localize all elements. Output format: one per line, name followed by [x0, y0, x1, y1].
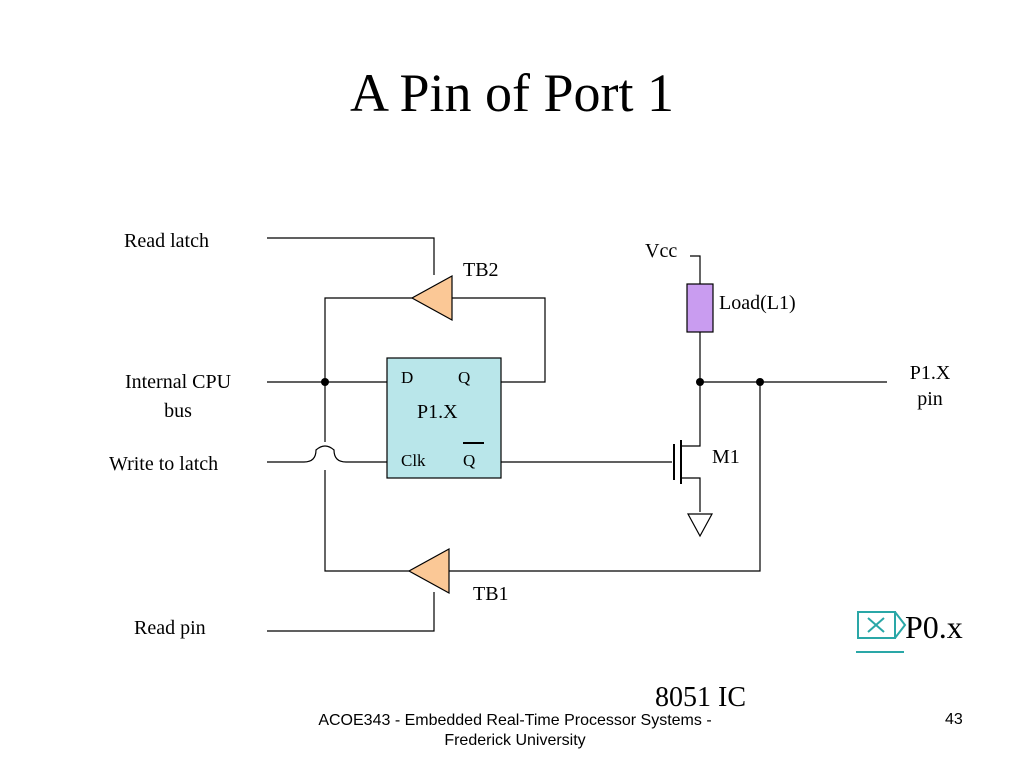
drain-junction-dot [696, 378, 704, 386]
vcc-wire [690, 255, 701, 284]
pin-label-line2: pin [917, 388, 943, 410]
internal-cpu-bus-label: Internal CPU bus [104, 368, 252, 426]
q-feedback-wire [452, 297, 546, 383]
tb2-output-wire [324, 297, 412, 378]
vcc-label: Vcc [645, 240, 678, 262]
latch-clk-label: Clk [401, 451, 426, 470]
latch-qbar-label: Q [463, 451, 476, 470]
tb1-label: TB1 [473, 583, 509, 605]
internal-cpu-bus-line1: Internal CPU [124, 371, 232, 393]
footer-line2: Frederick University [444, 732, 586, 749]
read-pin-wire [267, 592, 435, 632]
m1-label: M1 [712, 446, 740, 468]
slide-number: 43 [945, 711, 963, 728]
tb1-input-wire [449, 382, 761, 572]
write-to-latch-label: Write to latch [109, 453, 219, 475]
tb2-buffer [410, 274, 453, 322]
read-latch-wire [267, 237, 435, 275]
m1-drain-source [681, 442, 701, 512]
ic-note: 8051 IC [655, 682, 746, 713]
latch-box [386, 357, 502, 479]
read-pin-label: Read pin [134, 617, 206, 639]
ground-symbol [686, 513, 714, 538]
pin-label-line1: P1.X [909, 362, 951, 384]
write-latch-wire [267, 445, 387, 463]
pin-label: P1.X pin [890, 360, 970, 412]
latch-name-label: P1.X [417, 401, 458, 423]
tb1-buffer [407, 547, 450, 595]
link-icon[interactable] [856, 611, 907, 653]
tb2-label: TB2 [463, 259, 499, 281]
slide-title: A Pin of Port 1 [349, 63, 675, 123]
tb1-output-wire [324, 470, 409, 572]
read-latch-label: Read latch [124, 230, 209, 252]
bus-junction-dot [321, 378, 329, 386]
latch-d-label: D [401, 368, 414, 387]
footer-text: ACOE343 - Embedded Real-Time Processor S… [230, 711, 800, 751]
load-resistor [686, 283, 714, 333]
pin-junction-dot [756, 378, 764, 386]
p0x-link[interactable]: P0.x [905, 609, 963, 645]
load-label: Load(L1) [719, 292, 796, 314]
internal-cpu-bus-line2: bus [164, 400, 192, 422]
footer-line1: ACOE343 - Embedded Real-Time Processor S… [318, 712, 712, 729]
latch-q-label: Q [458, 368, 471, 387]
